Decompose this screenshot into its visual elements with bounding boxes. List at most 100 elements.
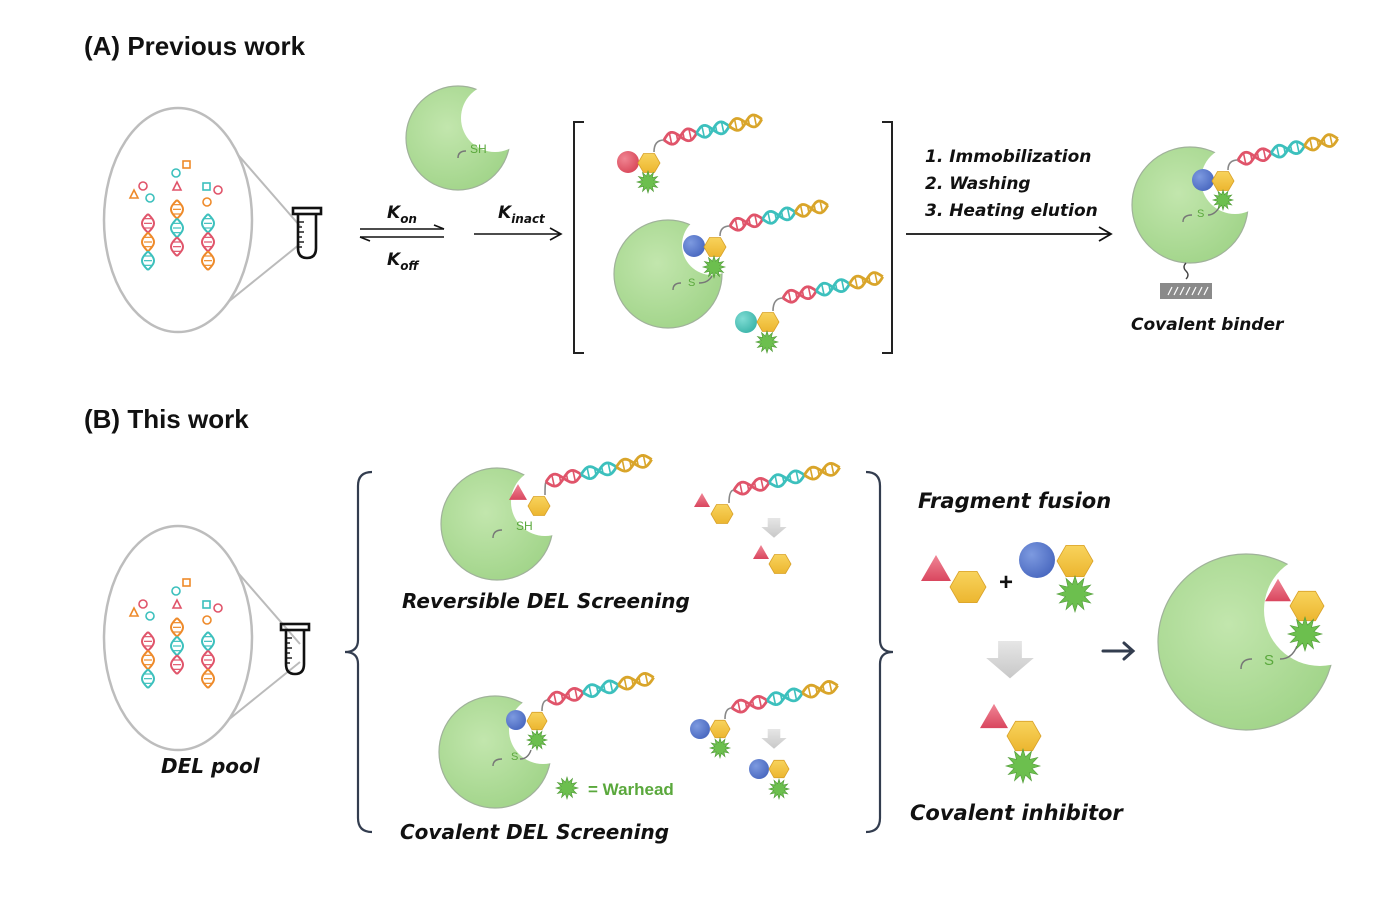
triangle-fragment bbox=[509, 484, 527, 500]
warhead-icon bbox=[1211, 188, 1235, 212]
dna-base-pair bbox=[828, 681, 833, 693]
dna-strand bbox=[546, 690, 585, 702]
dna-strand bbox=[766, 691, 804, 703]
warhead-icon bbox=[554, 775, 580, 801]
dna-base-pair bbox=[1262, 148, 1267, 161]
thioether-linker bbox=[492, 749, 532, 767]
dna-base-pair bbox=[642, 455, 647, 467]
hexagon-fragment bbox=[1056, 545, 1094, 577]
final-arrow bbox=[1101, 641, 1136, 661]
building-block bbox=[145, 193, 155, 203]
support-hatch bbox=[1185, 286, 1191, 296]
binder-thioether-label: S bbox=[1197, 208, 1204, 220]
support-hatch bbox=[1203, 286, 1209, 296]
mini-dna-strand bbox=[140, 631, 149, 652]
dna-strand bbox=[695, 124, 731, 136]
dna-base-pair bbox=[708, 126, 712, 134]
dna-barcode bbox=[1236, 133, 1339, 166]
warhead-icon bbox=[1004, 747, 1042, 785]
dna-base-pair bbox=[644, 673, 649, 685]
dna-strand bbox=[815, 281, 851, 293]
dna-base-pair bbox=[822, 684, 826, 693]
dna-base-pair bbox=[758, 696, 763, 708]
thiol-linker bbox=[492, 529, 503, 539]
dna-base-pair bbox=[795, 470, 800, 483]
dna-base-pair bbox=[586, 467, 591, 479]
dna-base-pair bbox=[638, 676, 642, 685]
building-block bbox=[213, 603, 223, 613]
del-pool-magnifier bbox=[102, 524, 301, 752]
warhead-icon bbox=[554, 775, 580, 801]
mini-dna-strand bbox=[147, 649, 156, 671]
thioether-linker bbox=[1240, 645, 1298, 670]
dna-base-pair bbox=[1289, 145, 1293, 153]
panel-a-heading: (A) Previous work bbox=[84, 31, 306, 61]
covalent-thioether-label: S bbox=[511, 751, 518, 763]
dna-strand bbox=[803, 465, 841, 477]
dna-strand bbox=[615, 457, 653, 469]
dna-base-pair bbox=[801, 290, 805, 298]
dna-base-pair bbox=[595, 685, 599, 694]
final-thioether-label: S bbox=[1264, 652, 1274, 669]
mini-dna-strand bbox=[169, 199, 178, 220]
dna-strand bbox=[728, 216, 764, 229]
dna-strand bbox=[662, 130, 698, 143]
dna-base-pair bbox=[1275, 145, 1280, 158]
red-building-block bbox=[617, 151, 639, 173]
mini-dna-strand bbox=[176, 199, 185, 220]
mini-dna-strand bbox=[176, 236, 185, 257]
support-hatch bbox=[1191, 286, 1197, 296]
dna-base-pair bbox=[609, 680, 614, 693]
mini-dna-strand bbox=[140, 649, 149, 671]
mini-dna-strand bbox=[207, 213, 216, 234]
protein-inhibitor-complex bbox=[1157, 553, 1335, 731]
dna-base-pair bbox=[551, 474, 556, 487]
hexagon-fragment bbox=[1289, 590, 1325, 622]
dna-base-pair bbox=[779, 693, 783, 702]
protein-free-thiol bbox=[405, 85, 511, 191]
dna-base-pair bbox=[780, 211, 784, 219]
support-hatch bbox=[1173, 286, 1179, 296]
mini-dna-strand bbox=[140, 213, 149, 234]
reversible-thiol-label: SH bbox=[516, 519, 533, 533]
dna-base-pair bbox=[565, 473, 569, 482]
linker-line bbox=[724, 707, 733, 720]
dna-base-pair bbox=[793, 688, 798, 701]
dna-base-pair bbox=[786, 692, 790, 700]
protein-body bbox=[405, 85, 511, 191]
dna-base-pair bbox=[739, 482, 744, 495]
mini-dna-strand bbox=[200, 631, 209, 652]
warhead-icon bbox=[635, 169, 661, 195]
linker-line bbox=[728, 489, 735, 504]
dna-base-pair bbox=[607, 462, 612, 475]
dna-base-pair bbox=[744, 701, 748, 709]
mini-dna-strand bbox=[176, 217, 185, 239]
mini-dna-strand bbox=[147, 668, 156, 689]
warhead-icon bbox=[1286, 615, 1324, 653]
dna-base-pair bbox=[636, 458, 640, 467]
mini-dna-strand bbox=[169, 217, 178, 239]
dna-base-pair bbox=[747, 118, 751, 126]
linker-line bbox=[772, 297, 784, 312]
dna-base-pair bbox=[1256, 152, 1260, 160]
covalent-binder-label: Covalent binder bbox=[1131, 315, 1285, 335]
mini-dna-strand bbox=[200, 250, 209, 271]
dna-base-pair bbox=[774, 475, 779, 487]
mini-dna-strand bbox=[207, 250, 216, 271]
hexagon-fragment bbox=[1211, 171, 1235, 191]
k-on-label: Kon bbox=[387, 203, 417, 226]
dna-base-pair bbox=[746, 483, 750, 491]
step-immobilization: 1. Immobilization bbox=[925, 147, 1091, 167]
mini-dna-strand bbox=[200, 649, 209, 671]
dna-base-pair bbox=[854, 276, 859, 289]
zoom-line bbox=[218, 661, 301, 729]
mini-dna-strand bbox=[207, 649, 216, 671]
dna-barcode bbox=[728, 199, 830, 232]
k-inact-arrow bbox=[474, 227, 563, 241]
screening-curly-bracket bbox=[344, 470, 894, 834]
dna-base-pair bbox=[574, 688, 579, 700]
blue-building-block bbox=[683, 235, 705, 257]
protein-body bbox=[440, 467, 554, 581]
dna-base-pair bbox=[834, 283, 838, 291]
covalent-inhibitor-label: Covalent inhibitor bbox=[910, 801, 1124, 825]
